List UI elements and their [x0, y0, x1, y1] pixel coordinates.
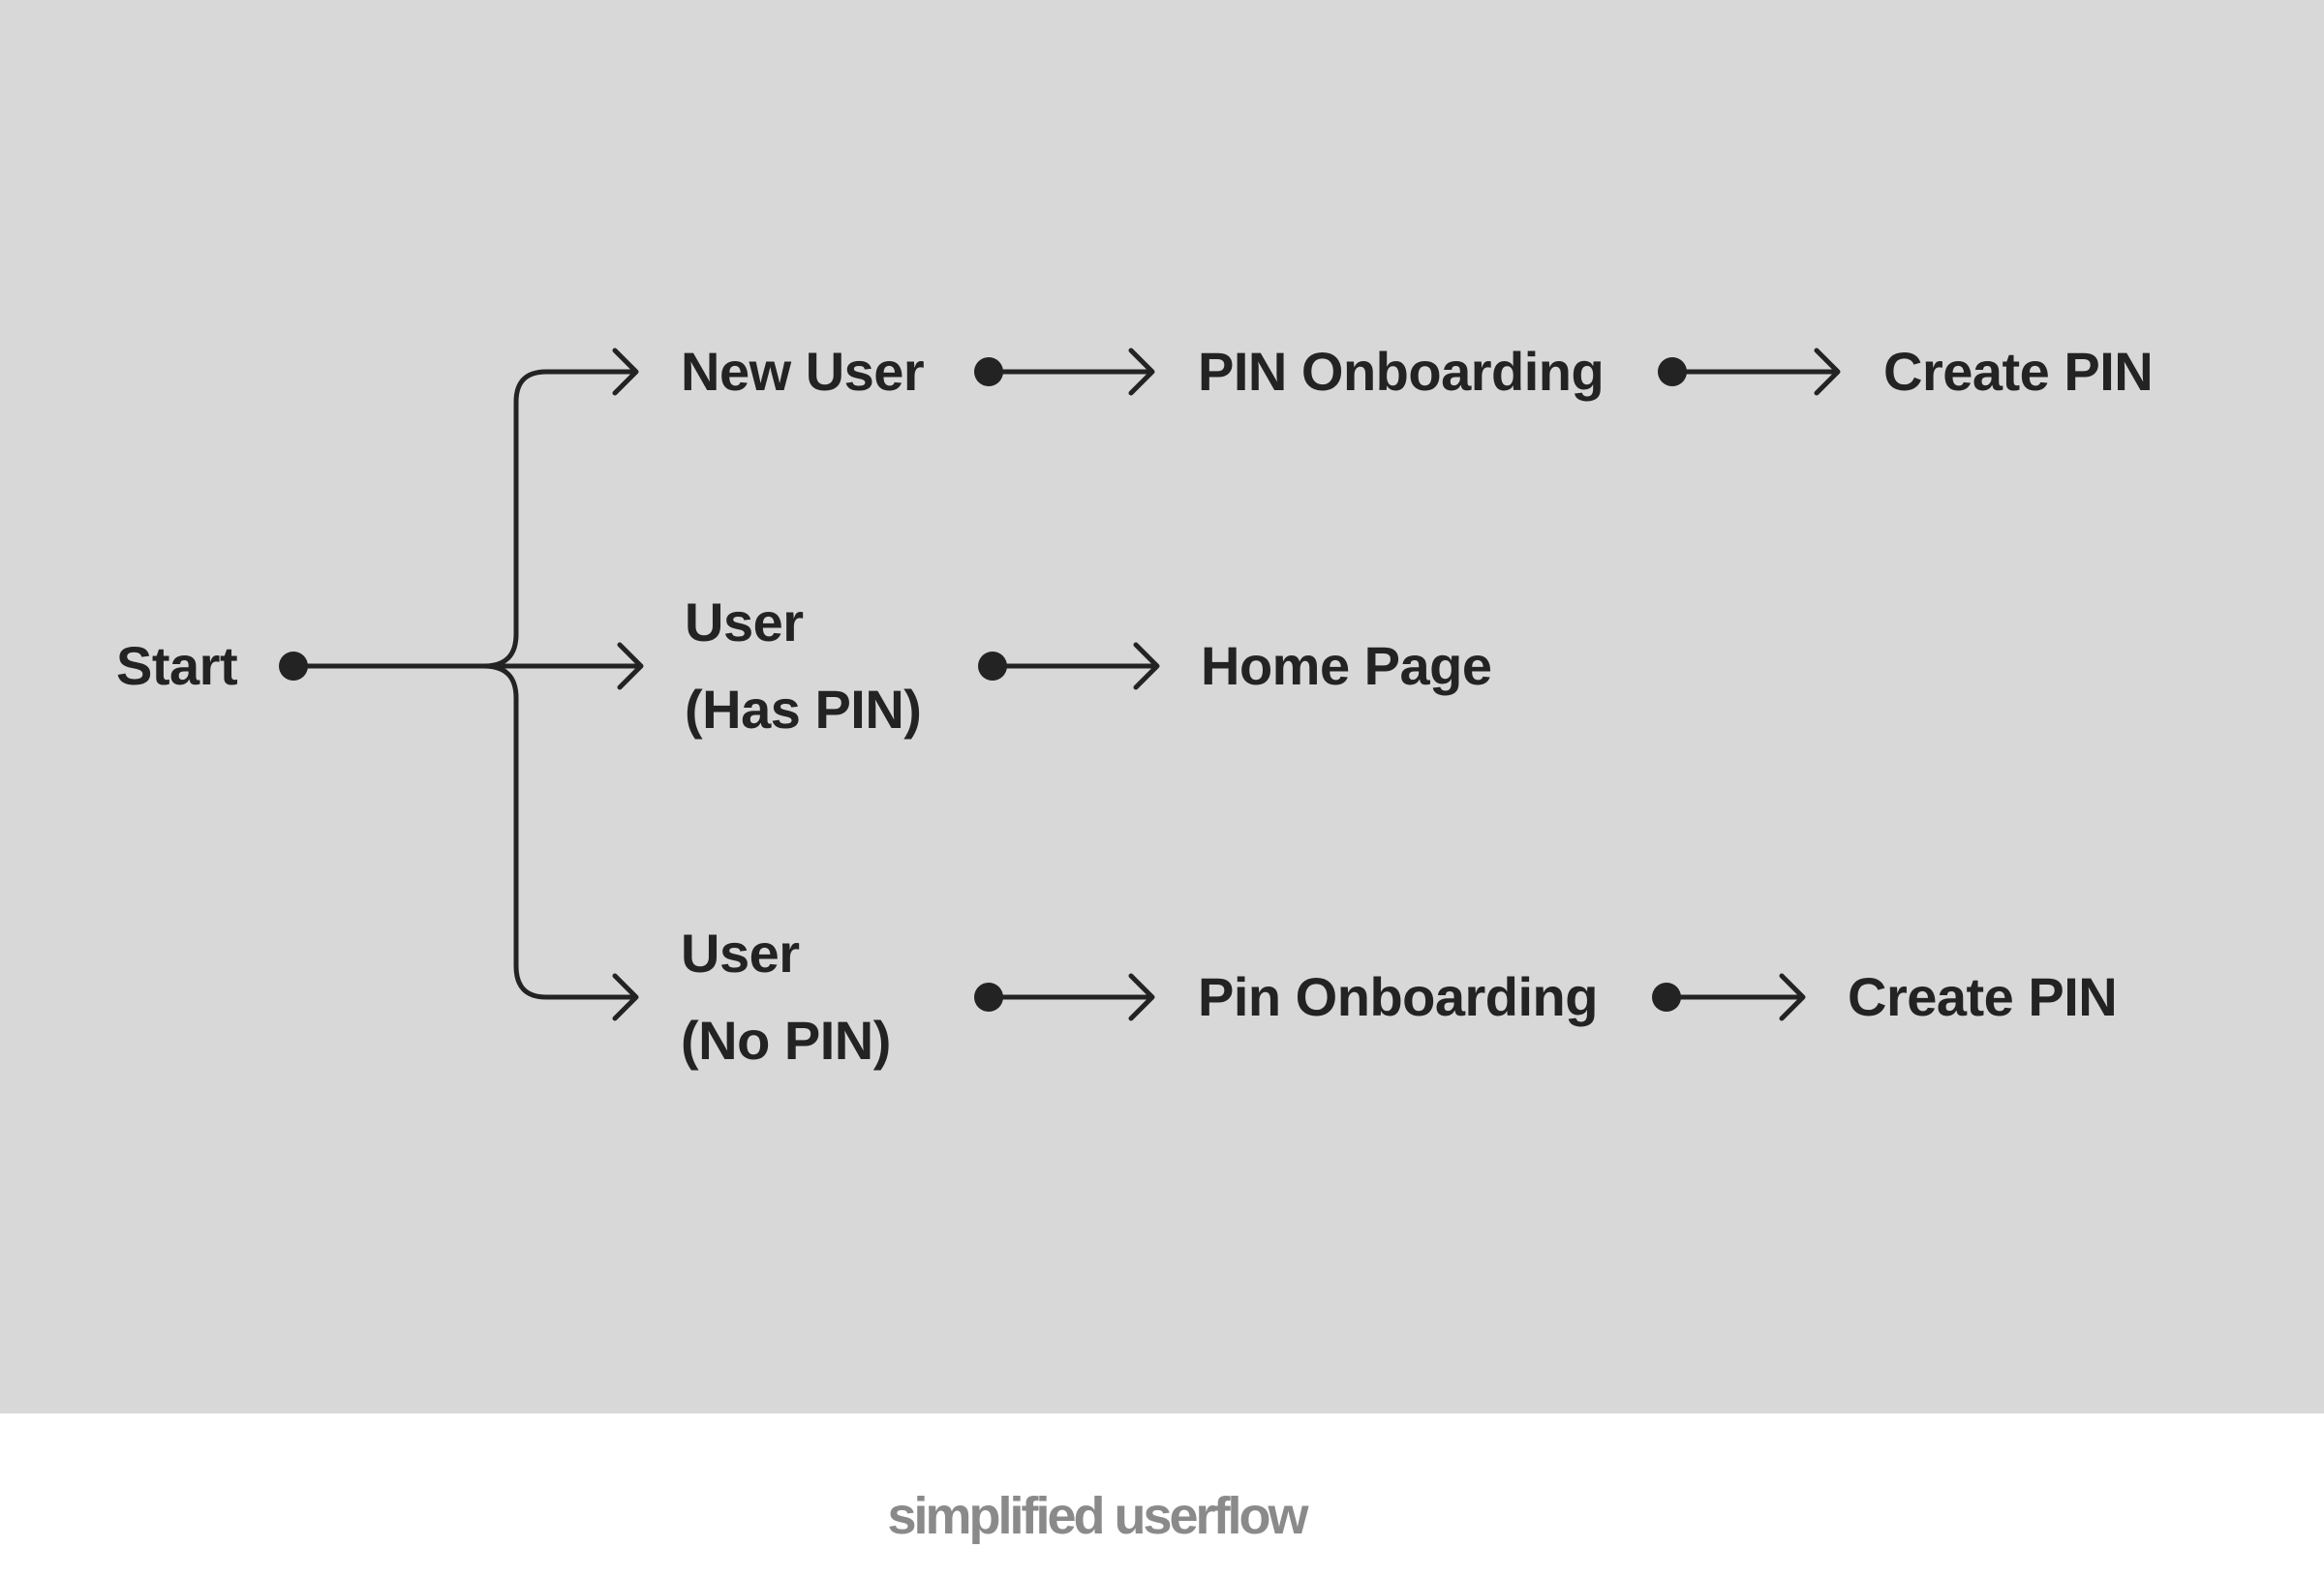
arrowhead-pin-onboarding-upper [1128, 348, 1155, 396]
node-pin-onboarding-upper: PIN Onboarding [1198, 341, 1605, 402]
node-create-pin-top: Create PIN [1883, 341, 2154, 402]
branch-to-no-pin [481, 663, 637, 1000]
node-create-pin-bottom: Create PIN [1848, 966, 2118, 1027]
arrowhead-new-user [612, 348, 639, 396]
node-user-no-pin-line2: (No PIN) [681, 1010, 891, 1071]
flow-connectors [279, 348, 1841, 1021]
node-new-user: New User [681, 341, 925, 402]
arrowhead-create-pin-top [1814, 348, 1841, 396]
node-start: Start [116, 635, 238, 696]
caption: simplified userflow [887, 1487, 1308, 1545]
branch-to-new-user [481, 369, 637, 669]
node-user-has-pin: User (Has PIN) [685, 579, 922, 753]
arrowhead-no-pin [612, 973, 639, 1021]
node-home-page: Home Page [1201, 635, 1492, 696]
arrowhead-create-pin-bottom [1779, 973, 1806, 1021]
arrowhead-has-pin [617, 642, 644, 690]
node-user-no-pin: User (No PIN) [681, 910, 891, 1084]
node-pin-onboarding-lower: Pin Onboarding [1198, 966, 1598, 1027]
diagram-panel: Start New User PIN Onboarding Create PIN… [0, 0, 2324, 1413]
arrowhead-pin-onboarding-lower [1128, 973, 1155, 1021]
node-user-has-pin-line1: User [685, 592, 804, 652]
arrowhead-home-page [1133, 642, 1160, 690]
node-user-has-pin-line2: (Has PIN) [685, 679, 922, 740]
node-user-no-pin-line1: User [681, 923, 800, 984]
